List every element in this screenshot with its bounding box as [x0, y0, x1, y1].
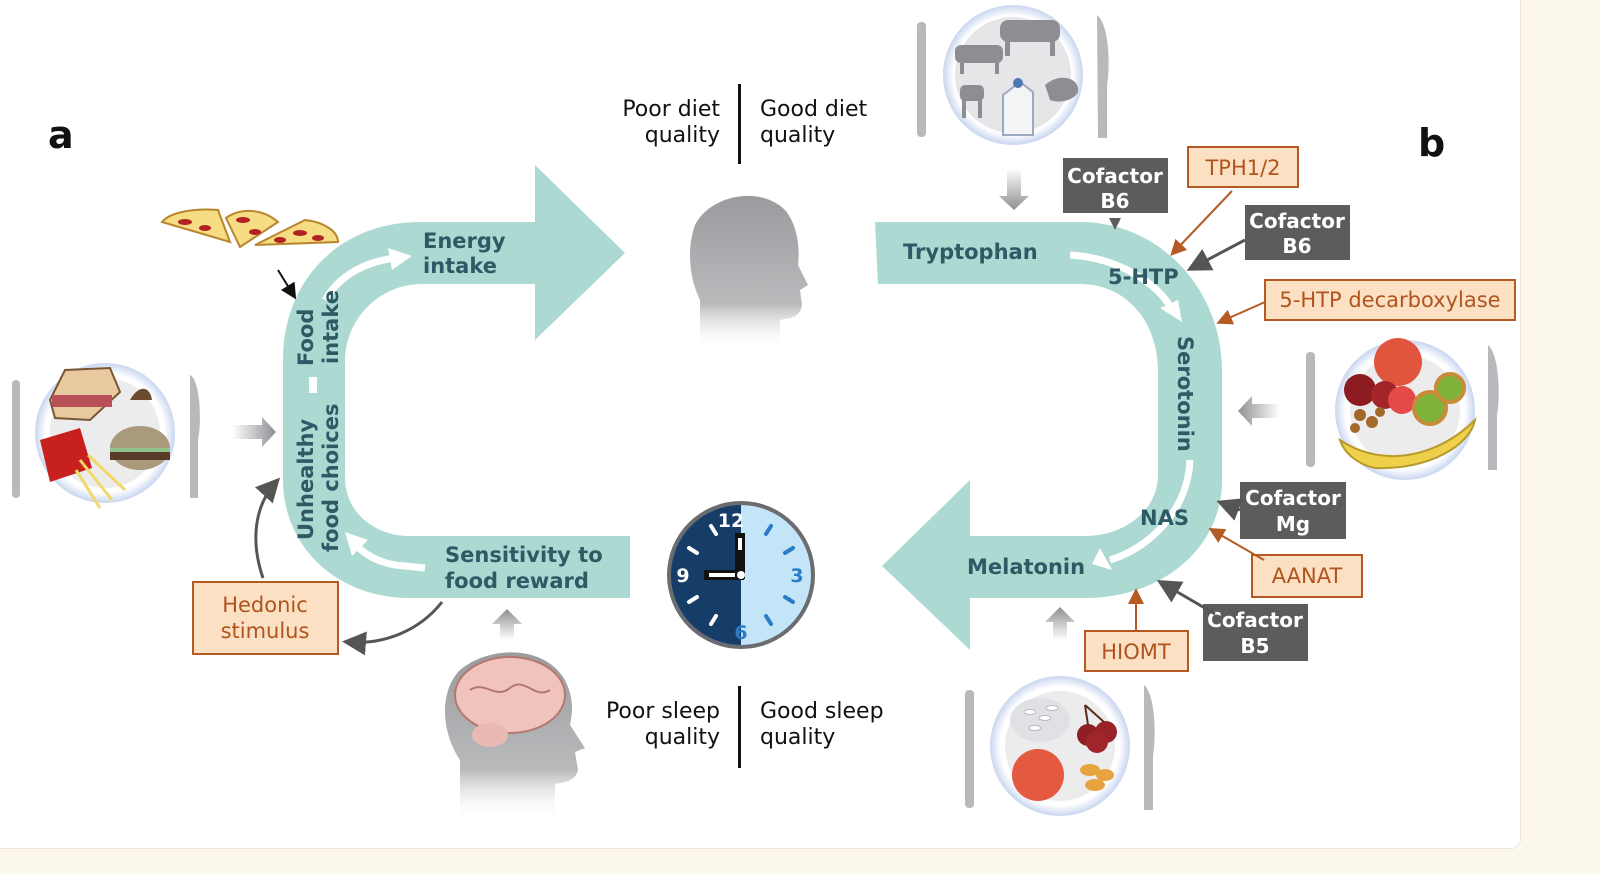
- panel-label-a: a: [48, 113, 74, 157]
- rice-cherry-plate-icon: [990, 676, 1130, 816]
- good-diet-line2: quality: [760, 123, 835, 148]
- flow-arrow: [1069, 251, 1176, 312]
- clock-number-6: 6: [734, 622, 747, 644]
- cofactor-b6-1-line1: Cofactor: [1067, 164, 1163, 188]
- cofactor-b5-line1: Cofactor: [1207, 608, 1303, 632]
- poor-diet-line2: quality: [645, 123, 720, 148]
- flow-arrowhead: [345, 532, 368, 556]
- figure-panel: [0, 0, 1521, 849]
- sensitivity-to-hedonic-arrow: [342, 601, 444, 656]
- cofactor-b6-2-arrow: [1186, 238, 1246, 271]
- energy-intake-label-2: intake: [423, 254, 497, 278]
- sensitivity-label-2: food reward: [445, 569, 589, 593]
- melatonin-label: Melatonin: [967, 555, 1085, 579]
- cofactor-mg-line1: Cofactor: [1245, 486, 1341, 510]
- pizza-icon: [160, 208, 340, 249]
- 5htp-decarboxylase-box: [1264, 279, 1516, 321]
- cofactor-b5-box: [1203, 604, 1308, 661]
- loop-b-band: [875, 222, 1222, 650]
- cofactor-b6-box-1: [1063, 158, 1168, 213]
- knife-icon: [1488, 345, 1499, 470]
- junk-food-plate-icon: [35, 363, 175, 509]
- hedonic-label-2: stimulus: [221, 619, 310, 643]
- unhealthy-label-1: Unhealthy: [294, 418, 318, 540]
- clock-number-9: 9: [676, 565, 689, 587]
- cofactor-b6-1-pointer: [1109, 218, 1121, 230]
- animal-protein-plate-icon: [943, 5, 1083, 145]
- brain-head-icon: [445, 652, 585, 820]
- flow-arrow: [321, 254, 396, 302]
- animal-to-tryptophan-arrow: [999, 168, 1029, 210]
- cofactor-mg-arrow: [1216, 498, 1244, 521]
- tph-label: TPH1/2: [1204, 156, 1280, 180]
- energy-intake-label-1: Energy: [423, 229, 506, 253]
- diet-divider: [738, 84, 741, 164]
- panel-label-b: b: [1418, 121, 1445, 165]
- 5htp-decarboxylase-label: 5-HTP decarboxylase: [1279, 288, 1500, 312]
- junk-to-loop-arrow: [232, 417, 276, 447]
- poor-sleep-line2: quality: [645, 725, 720, 750]
- nas-label: NAS: [1140, 506, 1189, 530]
- knife-icon: [1097, 15, 1109, 138]
- poor-sleep-line1: Poor sleep: [606, 699, 720, 724]
- fruit-plate-icon: [1335, 338, 1477, 480]
- flow-arrowhead: [1092, 548, 1112, 570]
- knife-icon: [190, 375, 200, 498]
- flow-arrowhead: [388, 248, 412, 270]
- hedonic-label-1: Hedonic: [222, 593, 308, 617]
- head-silhouette-icon: [689, 195, 808, 350]
- flow-arrow: [1108, 459, 1194, 564]
- hedonic-stimulus-box: [192, 581, 339, 655]
- loop-b: [875, 222, 1222, 650]
- cofactor-b6-2-line1: Cofactor: [1249, 209, 1345, 233]
- fork-icon: [917, 22, 926, 137]
- aanat-box: [1251, 554, 1363, 598]
- good-sleep-line1: Good sleep: [760, 699, 884, 724]
- good-sleep-line2: quality: [760, 725, 835, 750]
- aanat-label: AANAT: [1272, 564, 1343, 588]
- unhealthy-label-2: food choices: [319, 403, 343, 552]
- brain-to-sensitivity-arrow: [492, 609, 522, 640]
- serotonin-label: Serotonin: [1173, 336, 1197, 452]
- tph-arrow: [1170, 190, 1233, 256]
- sleep-divider: [738, 686, 741, 768]
- food-intake-label-2: intake: [319, 290, 343, 364]
- poor-diet-line1: Poor diet: [622, 97, 720, 122]
- pizza-arrow: [277, 269, 297, 300]
- clock-number-12: 12: [718, 510, 744, 532]
- cofactor-mg-line2: Mg: [1276, 512, 1310, 536]
- sensitivity-label-1: Sensitivity to: [445, 543, 603, 567]
- fork-icon: [1306, 352, 1315, 467]
- tph-box: [1187, 146, 1299, 188]
- cofactor-b6-box-2: [1245, 205, 1350, 260]
- cofactor-mg-box: [1240, 482, 1346, 539]
- hiomt-box: [1084, 630, 1189, 672]
- fork-icon: [12, 380, 20, 498]
- cofactor-b6-1-line2: B6: [1100, 189, 1129, 213]
- clock-icon: [667, 501, 815, 649]
- clock-number-3: 3: [790, 565, 803, 587]
- plate-to-melatonin-arrow: [1045, 607, 1075, 640]
- good-diet-line1: Good diet: [760, 97, 868, 122]
- cofactor-b5-line2: B5: [1240, 634, 1269, 658]
- fruit-to-serotonin-arrow: [1238, 396, 1280, 426]
- flow-arrowhead: [1160, 300, 1182, 322]
- fork-icon: [965, 690, 974, 808]
- 5htp-label: 5-HTP: [1108, 265, 1179, 289]
- divider: [309, 377, 317, 393]
- cofactor-b6-2-line2: B6: [1282, 234, 1311, 258]
- cofactor-b5-arrow: [1156, 579, 1216, 616]
- aanat-arrow: [1208, 528, 1265, 561]
- tryptophan-label: Tryptophan: [903, 240, 1038, 264]
- 5htp-decarboxylase-arrow: [1216, 301, 1266, 325]
- hedonic-to-choices-arrow: [254, 477, 281, 579]
- hiomt-label: HIOMT: [1101, 640, 1171, 664]
- knife-icon: [1144, 685, 1155, 810]
- loop-a-band: [283, 165, 630, 598]
- loop-a: [283, 165, 630, 598]
- food-intake-label-1: Food: [294, 309, 318, 366]
